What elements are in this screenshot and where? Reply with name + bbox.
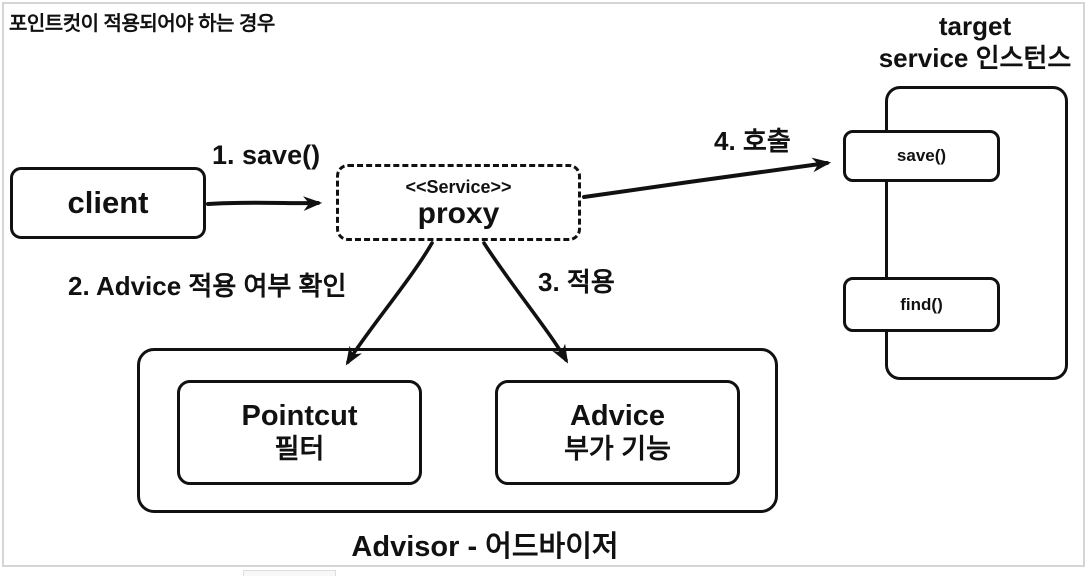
edge-label-apply: 3. 적용 bbox=[538, 267, 615, 297]
advice-subtitle: 부가 기능 bbox=[564, 434, 671, 464]
proxy-label: proxy bbox=[417, 196, 500, 230]
target-service-container bbox=[885, 86, 1068, 380]
page-title: 포인트컷이 적용되어야 하는 경우 bbox=[9, 13, 275, 35]
method-find-label: find() bbox=[900, 294, 943, 314]
target-title-line2: service 인스턴스 bbox=[878, 43, 1072, 73]
pointcut-node: Pointcut 필터 bbox=[177, 380, 422, 485]
pointcut-title: Pointcut bbox=[241, 400, 358, 432]
edge-label-invoke: 4. 호출 bbox=[714, 126, 791, 156]
proxy-node: <<Service>> proxy bbox=[336, 164, 581, 241]
method-find-node: find() bbox=[843, 277, 1000, 332]
advisor-caption: Advisor - 어드바이저 bbox=[351, 531, 619, 563]
advice-title: Advice bbox=[569, 400, 666, 432]
pointcut-subtitle: 필터 bbox=[274, 434, 325, 464]
client-label: client bbox=[67, 185, 149, 220]
target-title-line1: target bbox=[938, 11, 1012, 41]
edge-label-save-call: 1. save() bbox=[212, 140, 321, 170]
target-service-title: target service 인스턴스 bbox=[860, 10, 1090, 74]
client-node: client bbox=[10, 167, 206, 239]
edge-label-advice-check: 2. Advice 적용 여부 확인 bbox=[68, 271, 347, 301]
diagram-frame bbox=[2, 2, 1085, 567]
cropped-bottom-element bbox=[243, 570, 336, 576]
method-save-label: save() bbox=[896, 146, 947, 165]
proxy-stereotype: <<Service>> bbox=[405, 176, 512, 197]
method-save-node: save() bbox=[843, 130, 1000, 182]
advice-node: Advice 부가 기능 bbox=[495, 380, 740, 485]
